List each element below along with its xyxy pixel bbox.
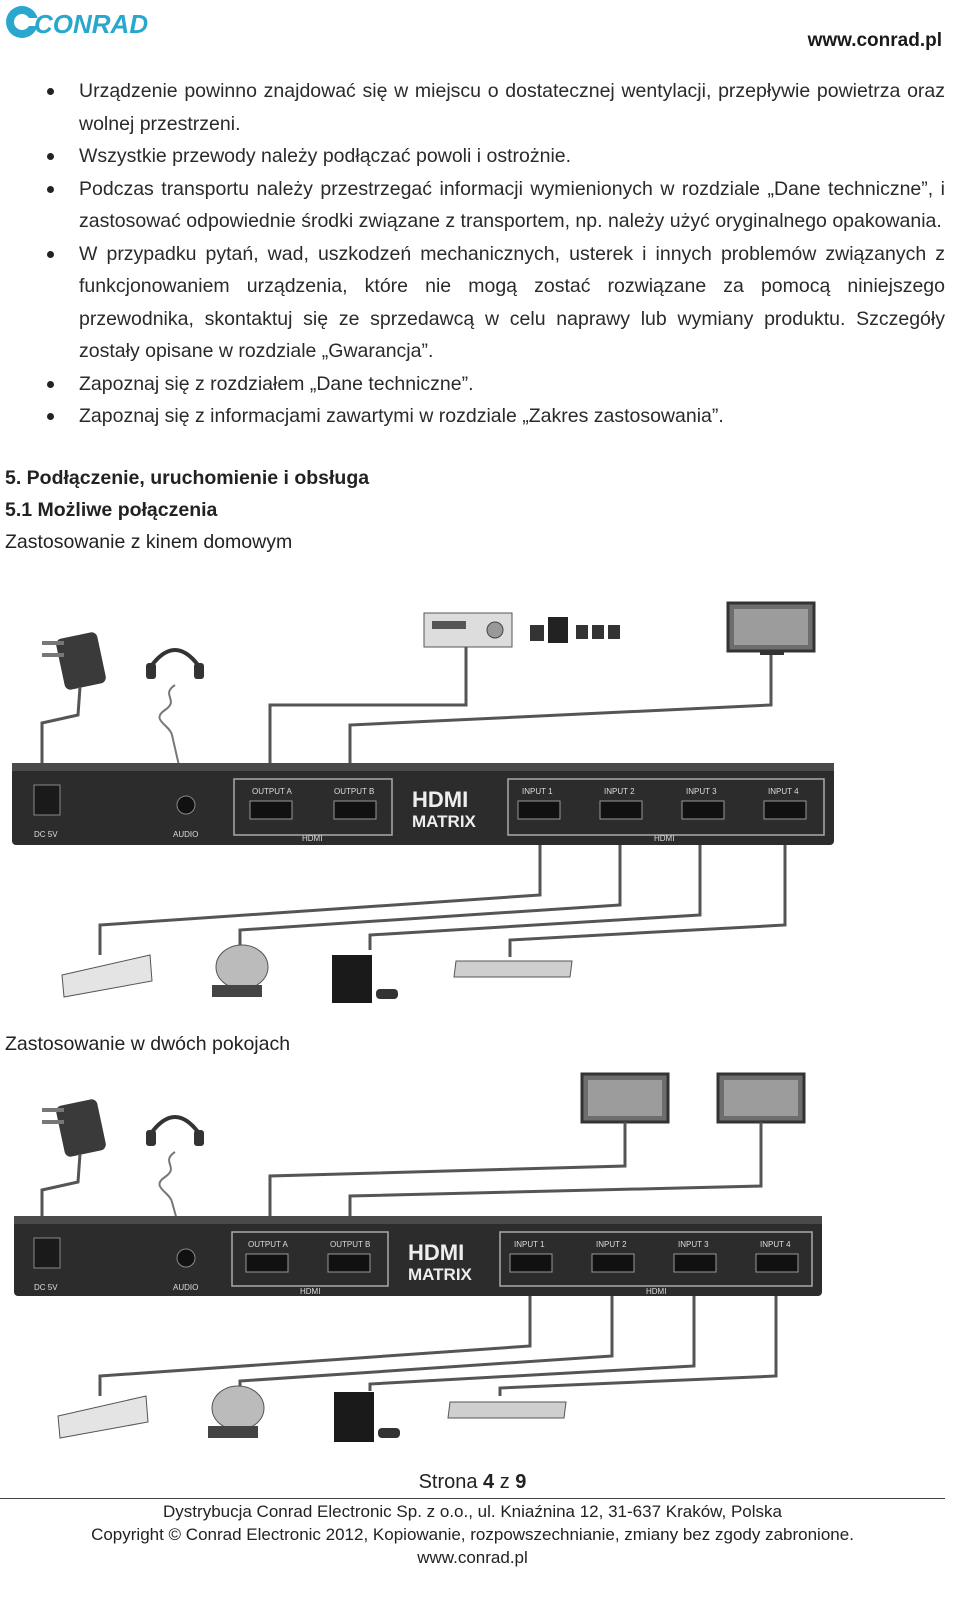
svg-text:HDMI: HDMI	[302, 834, 322, 843]
svg-text:AUDIO: AUDIO	[173, 830, 198, 839]
svg-text:MATRIX: MATRIX	[412, 812, 477, 831]
footer-copyright: Copyright © Conrad Electronic 2012, Kopi…	[91, 1525, 854, 1544]
dvd-player-icon	[453, 960, 573, 978]
svg-text:HDMI: HDMI	[300, 1287, 320, 1296]
set-top-box-icon	[57, 1395, 149, 1439]
diagram-caption: Zastosowanie w dwóch pokojach	[5, 1033, 291, 1055]
footer-address: Dystrybucja Conrad Electronic Sp. z o.o.…	[163, 1502, 782, 1521]
svg-text:INPUT 1: INPUT 1	[522, 787, 553, 796]
svg-text:OUTPUT B: OUTPUT B	[334, 787, 374, 796]
svg-text:HDMI: HDMI	[654, 834, 674, 843]
game-console-icon	[332, 955, 398, 1003]
svg-text:HDMI: HDMI	[408, 1240, 464, 1265]
svg-text:DC 5V: DC 5V	[34, 1283, 58, 1292]
headphones-icon	[146, 1115, 204, 1232]
svg-text:AUDIO: AUDIO	[173, 1283, 198, 1292]
set-top-box-icon	[61, 954, 153, 998]
site-url: www.conrad.pl	[807, 30, 942, 51]
tv-icon	[716, 1072, 806, 1124]
conrad-logo: CONRAD	[6, 6, 148, 39]
svg-text:DC 5V: DC 5V	[34, 830, 58, 839]
speakers-icon	[530, 617, 620, 643]
satellite-dish-icon	[208, 1385, 265, 1438]
logo-text: CONRAD	[34, 9, 148, 39]
bullet-item: Podczas transportu należy przestrzegać i…	[0, 173, 945, 238]
page-number: Strona 4 z 9	[418, 1471, 527, 1493]
power-adapter-icon	[40, 632, 106, 765]
headphones-icon	[146, 648, 204, 771]
home-cinema-diagram: DC 5V AUDIO OUTPUT A OUTPUT B HDMI HDMI …	[12, 601, 834, 1003]
svg-text:INPUT 4: INPUT 4	[760, 1240, 791, 1249]
svg-text:INPUT 2: INPUT 2	[596, 1240, 627, 1249]
bullet-item: Zapoznaj się z informacjami zawartymi w …	[0, 400, 945, 433]
svg-text:MATRIX: MATRIX	[408, 1265, 473, 1284]
satellite-dish-icon	[212, 944, 269, 997]
svg-text:INPUT 3: INPUT 3	[678, 1240, 709, 1249]
svg-text:INPUT 4: INPUT 4	[768, 787, 799, 796]
dvd-player-icon	[447, 1401, 567, 1419]
bullet-item: Zapoznaj się z rozdziałem „Dane technicz…	[0, 368, 945, 401]
bullet-item: W przypadku pytań, wad, uszkodzeń mechan…	[0, 238, 945, 368]
tv-icon	[580, 1072, 670, 1124]
game-console-icon	[334, 1392, 400, 1442]
hdmi-matrix-panel: DC 5V AUDIO OUTPUT A OUTPUT B HDMI HDMI …	[12, 763, 834, 845]
svg-text:HDMI: HDMI	[412, 787, 468, 812]
tv-icon	[726, 601, 816, 655]
section-heading: 5. Podłączenie, uruchomienie i obsługa	[5, 467, 370, 489]
two-rooms-diagram: DC 5V AUDIO OUTPUT A OUTPUT B HDMI HDMI …	[14, 1072, 822, 1442]
hdmi-matrix-panel: DC 5V AUDIO OUTPUT A OUTPUT B HDMI HDMI …	[14, 1216, 822, 1296]
bullet-item: Urządzenie powinno znajdować się w miejs…	[0, 75, 945, 140]
safety-bullet-list: Urządzenie powinno znajdować się w miejs…	[0, 75, 945, 433]
svg-text:OUTPUT A: OUTPUT A	[252, 787, 293, 796]
av-receiver-icon	[423, 612, 513, 648]
bullet-item: Wszystkie przewody należy podłączać powo…	[0, 140, 945, 173]
power-adapter-icon	[40, 1099, 106, 1226]
diagram-caption: Zastosowanie z kinem domowym	[5, 531, 293, 553]
svg-text:INPUT 1: INPUT 1	[514, 1240, 545, 1249]
svg-text:OUTPUT B: OUTPUT B	[330, 1240, 370, 1249]
svg-text:INPUT 3: INPUT 3	[686, 787, 717, 796]
svg-text:OUTPUT A: OUTPUT A	[248, 1240, 289, 1249]
svg-text:INPUT 2: INPUT 2	[604, 787, 635, 796]
subsection-heading: 5.1 Możliwe połączenia	[5, 499, 218, 521]
svg-text:HDMI: HDMI	[646, 1287, 666, 1296]
footer-divider	[0, 1498, 945, 1499]
footer-url: www.conrad.pl	[417, 1548, 528, 1567]
